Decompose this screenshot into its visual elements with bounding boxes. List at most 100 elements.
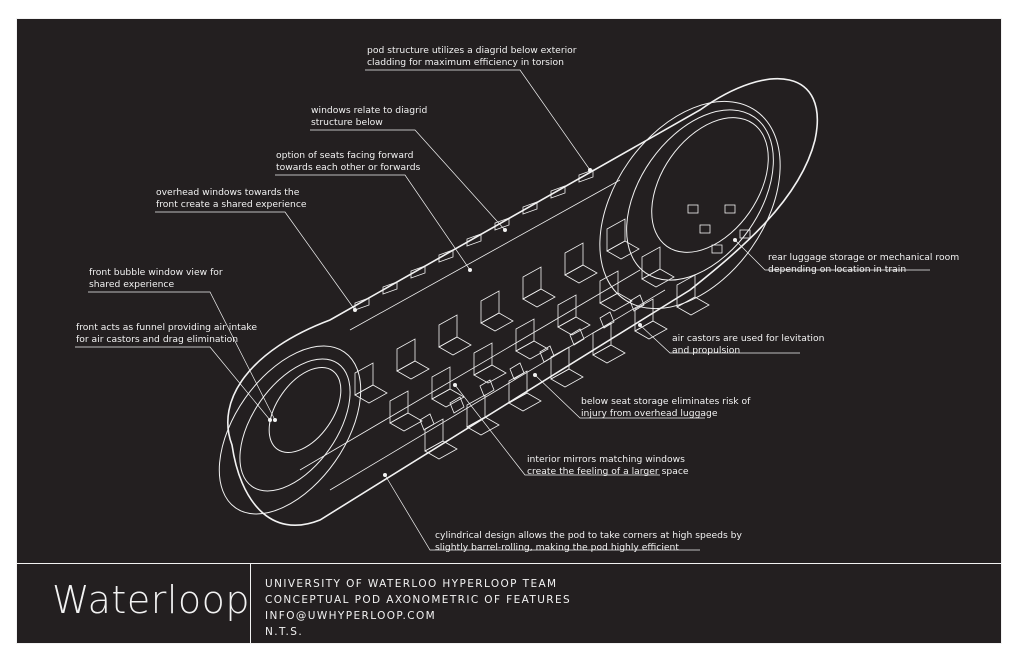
note-line: create the feeling of a larger space (527, 466, 689, 477)
note-line: air castors are used for levitation (672, 333, 825, 344)
title-block-divider (250, 563, 251, 644)
overhead-window (382, 281, 398, 295)
seat-cushion (480, 312, 514, 332)
window-group (354, 169, 751, 431)
leader-front-funnel (75, 346, 271, 421)
rear-ring-inner (626, 109, 774, 281)
interior-mirror (539, 345, 555, 363)
pod-floor-edge-2 (329, 289, 666, 491)
overhead-window (438, 249, 454, 263)
interior-mirror (509, 362, 525, 380)
overhead-window (466, 233, 482, 247)
overhead-window (410, 265, 426, 279)
note-line: depending on location in train (768, 264, 907, 275)
note-overhead-windows: overhead windows towards the front creat… (156, 187, 307, 211)
note-windows-diagrid: windows relate to diagrid structure belo… (311, 105, 427, 129)
seat-group (354, 218, 710, 460)
seat-cushion (592, 344, 626, 364)
interior-mirror (569, 328, 585, 346)
note-line: front bubble window view for (89, 267, 223, 278)
seat-cushion (522, 288, 556, 308)
leader-lines (75, 69, 930, 551)
note-front-bubble: front bubble window view for shared expe… (89, 267, 223, 291)
overhead-window (550, 185, 566, 199)
interior-mirror (629, 294, 645, 312)
note-line: option of seats facing forward (276, 150, 414, 161)
note-line: shared experience (89, 279, 175, 290)
leader-dots (268, 168, 737, 477)
overhead-window (522, 201, 538, 215)
seat-cushion (508, 392, 542, 412)
interior-mirror (599, 311, 615, 329)
rear-storage-panel (711, 244, 723, 254)
rear-storage-panel (699, 224, 711, 234)
interior-mirror (479, 379, 495, 397)
seat-cushion (550, 368, 584, 388)
note-line: towards each other or forwards (276, 162, 421, 173)
note-cylindrical-design: cylindrical design allows the pod to tak… (435, 530, 742, 554)
note-below-seat-storage: below seat storage eliminates risk of in… (581, 396, 750, 420)
pod-top-edge (349, 179, 621, 331)
seat-cushion (396, 360, 430, 380)
leader-pod-structure (365, 69, 591, 171)
note-line: cylindrical design allows the pod to tak… (435, 530, 742, 541)
overhead-window (354, 297, 370, 311)
interior-mirror (449, 396, 465, 414)
seat-cushion (564, 264, 598, 284)
leader-front-bubble (88, 291, 276, 421)
seat-cushion (424, 440, 458, 460)
seat-cushion (676, 296, 710, 316)
seat-cushion (389, 412, 423, 432)
note-seat-options: option of seats facing forward towards e… (276, 150, 420, 174)
drawing-title: CONCEPTUAL POD AXONOMETRIC OF FEATURES (265, 594, 572, 606)
scale-note: N.T.S. (265, 626, 304, 638)
seat-cushion (466, 416, 500, 436)
front-bubble-window (268, 367, 342, 453)
title-block (16, 563, 1002, 644)
drawing-frame (16, 18, 1002, 644)
note-line: rear luggage storage or mechanical room (768, 252, 960, 263)
overhead-window (578, 169, 594, 183)
leader-air-castors (639, 324, 800, 354)
seat-cushion (515, 340, 549, 360)
rear-ring-outer (599, 100, 781, 310)
note-line: front acts as funnel providing air intak… (76, 322, 258, 333)
note-interior-mirrors: interior mirrors matching windows create… (527, 454, 689, 478)
leader-windows-diagrid (310, 129, 506, 231)
leader-below-seat (534, 374, 705, 419)
front-bubble-inner-ring (239, 358, 351, 492)
seat-cushion (599, 292, 633, 312)
seat-cushion (354, 384, 388, 404)
leader-cylindrical (384, 474, 700, 551)
note-line: windows relate to diagrid (311, 105, 428, 116)
note-line: for air castors and drag elimination (76, 334, 239, 345)
title-block-text: UNIVERSITY OF WATERLOO HYPERLOOP TEAM CO… (265, 576, 571, 640)
note-line: front create a shared experience (156, 199, 307, 210)
seat-cushion (431, 388, 465, 408)
note-line: injury from overhead luggage (581, 408, 718, 419)
note-line: and propulsion (672, 345, 741, 356)
waterloop-logo: Waterloop (52, 578, 251, 622)
note-line: overhead windows towards the (156, 187, 300, 198)
note-line: interior mirrors matching windows (527, 454, 685, 465)
note-rear-luggage: rear luggage storage or mechanical room … (768, 252, 959, 276)
pod-floor-edge (299, 269, 641, 471)
seat-cushion (473, 364, 507, 384)
interior-mirror (419, 413, 435, 431)
rear-storage-panel (724, 204, 736, 214)
seat-cushion (438, 336, 472, 356)
note-line: cladding for maximum efficiency in torsi… (367, 57, 564, 68)
rear-storage-panel (739, 229, 751, 239)
overhead-window (494, 217, 510, 231)
leader-interior-mirrors (454, 384, 660, 476)
seat-cushion (634, 320, 668, 340)
rear-storage-panel (687, 204, 699, 214)
note-line: pod structure utilizes a diagrid below e… (367, 45, 577, 56)
seat-cushion (557, 316, 591, 336)
note-line: below seat storage eliminates risk of (581, 396, 751, 407)
note-pod-structure: pod structure utilizes a diagrid below e… (367, 45, 577, 69)
note-line: structure below (311, 117, 383, 128)
leader-seat-options (275, 174, 471, 271)
